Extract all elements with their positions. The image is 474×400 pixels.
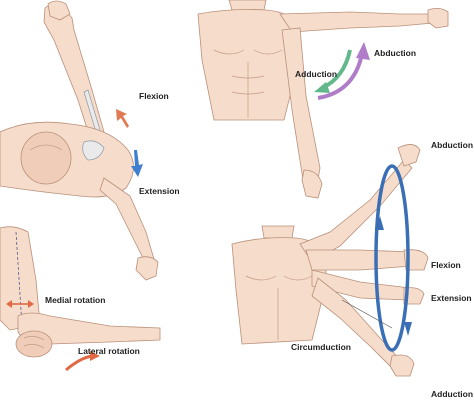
circumduction-leader-line — [341, 299, 393, 329]
medial-rotation-arrow — [6, 300, 34, 308]
circumduction-label: Circumduction — [291, 342, 351, 352]
lateral-rotation-label: Lateral rotation — [78, 346, 140, 356]
extension-right-label: Extension — [431, 293, 472, 303]
lateral-rotation-arrowhead — [90, 351, 100, 361]
rotation-figure — [0, 226, 161, 358]
flexion-label: Flexion — [139, 91, 169, 101]
adduction-label: Adduction — [295, 69, 337, 79]
extension-label: Extension — [139, 186, 180, 196]
adduction-right-label: Adduction — [431, 389, 473, 399]
flexion-arrow — [116, 109, 129, 128]
head-top-view — [20, 131, 72, 185]
flexion-right-label: Flexion — [431, 260, 461, 270]
extension-arrow — [131, 150, 143, 177]
circumduction-figure — [231, 144, 429, 377]
abduction-arrow — [317, 53, 364, 100]
circumduction-arrowhead-up — [376, 216, 384, 230]
flexion-extension-figure — [0, 0, 159, 281]
adduction-arrowhead — [314, 82, 330, 93]
circumduction-ring — [374, 164, 410, 352]
lateral-rotation-arrow — [65, 354, 93, 372]
abduction-label: Abduction — [374, 48, 416, 58]
circumduction-arrowhead-down — [404, 322, 412, 336]
medial-rotation-label: Medial rotation — [45, 295, 105, 305]
abduction-adduction-figure — [197, 0, 449, 199]
abduction-arrowhead — [356, 42, 370, 60]
abduction-right-label: Abduction — [431, 140, 473, 150]
